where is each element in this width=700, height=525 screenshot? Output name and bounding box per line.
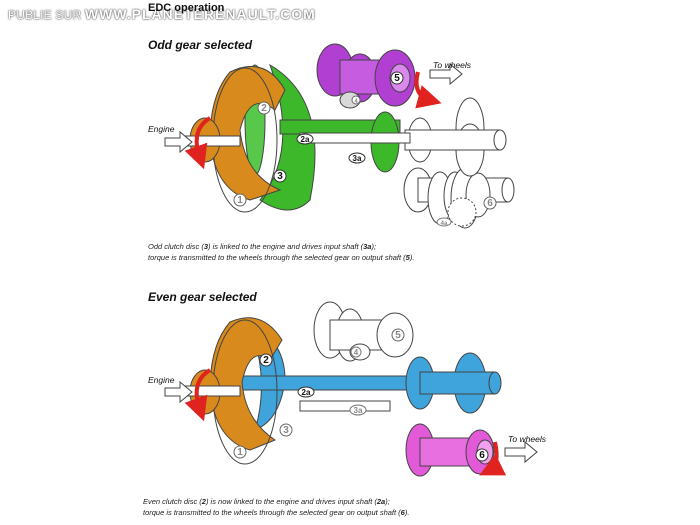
even-label-5: 5 — [395, 330, 401, 341]
odd-label-5: 5 — [394, 73, 400, 84]
even-engine-label: Engine — [148, 375, 175, 385]
odd-label-4: 4 — [354, 99, 358, 105]
odd-clutch-disc — [244, 63, 411, 211]
watermark-site: WWW.PLANETERENAULT.COM — [84, 6, 316, 22]
even-label-2a: 2a — [302, 388, 311, 397]
even-rotation-arrows — [184, 368, 507, 476]
odd-label-4a: 4a — [441, 221, 448, 227]
panel-odd-heading: Odd gear selected — [148, 38, 253, 52]
odd-label-6: 6 — [487, 198, 493, 209]
odd-caption: Odd clutch disc (3) is linked to the eng… — [148, 241, 414, 263]
odd-caption-line-2: torque is transmitted to the wheels thro… — [148, 253, 415, 262]
even-caption: Even clutch disc (2) is now linked to th… — [143, 496, 409, 518]
odd-label-3a: 3a — [353, 154, 362, 163]
odd-label-2a: 2a — [301, 135, 310, 144]
even-caption-line-2: torque is transmitted to the wheels thro… — [143, 508, 410, 517]
odd-active-output-gear — [316, 43, 416, 109]
odd-callouts: 2 3 1 2a 3a 5 4 4a 6 — [233, 71, 497, 227]
even-label-3a: 3a — [354, 406, 363, 415]
even-caption-line-1: Even clutch disc (2) is now linked to th… — [143, 497, 390, 506]
odd-engine-label: Engine — [148, 124, 175, 134]
even-label-6: 6 — [479, 450, 485, 461]
odd-flow-arrows — [164, 62, 463, 154]
even-label-2: 2 — [263, 355, 269, 366]
even-callouts: 2 3 1 2a 3a 5 4 6 — [233, 328, 489, 462]
even-label-3: 3 — [283, 425, 289, 436]
watermark: PUBLIE SUR WWW.PLANETERENAULT.COM — [8, 6, 316, 22]
watermark-prefix: PUBLIE SUR — [8, 8, 82, 22]
odd-input-gears-white — [404, 97, 507, 177]
even-wheels-label: To wheels — [508, 434, 547, 444]
odd-rotation-arrows — [184, 71, 442, 170]
even-flow-arrows — [164, 380, 538, 464]
even-active-output-gear — [405, 423, 495, 477]
odd-label-2: 2 — [261, 103, 267, 114]
even-label-4: 4 — [354, 348, 359, 357]
odd-wheels-label: To wheels — [433, 60, 472, 70]
odd-label-1: 1 — [237, 195, 243, 206]
odd-label-3: 3 — [277, 171, 283, 182]
top-title: EDC operation — [148, 3, 225, 14]
even-label-1: 1 — [237, 447, 243, 458]
panel-even-heading: Even gear selected — [148, 290, 257, 304]
odd-caption-line-1: Odd clutch disc (3) is linked to the eng… — [148, 242, 377, 251]
